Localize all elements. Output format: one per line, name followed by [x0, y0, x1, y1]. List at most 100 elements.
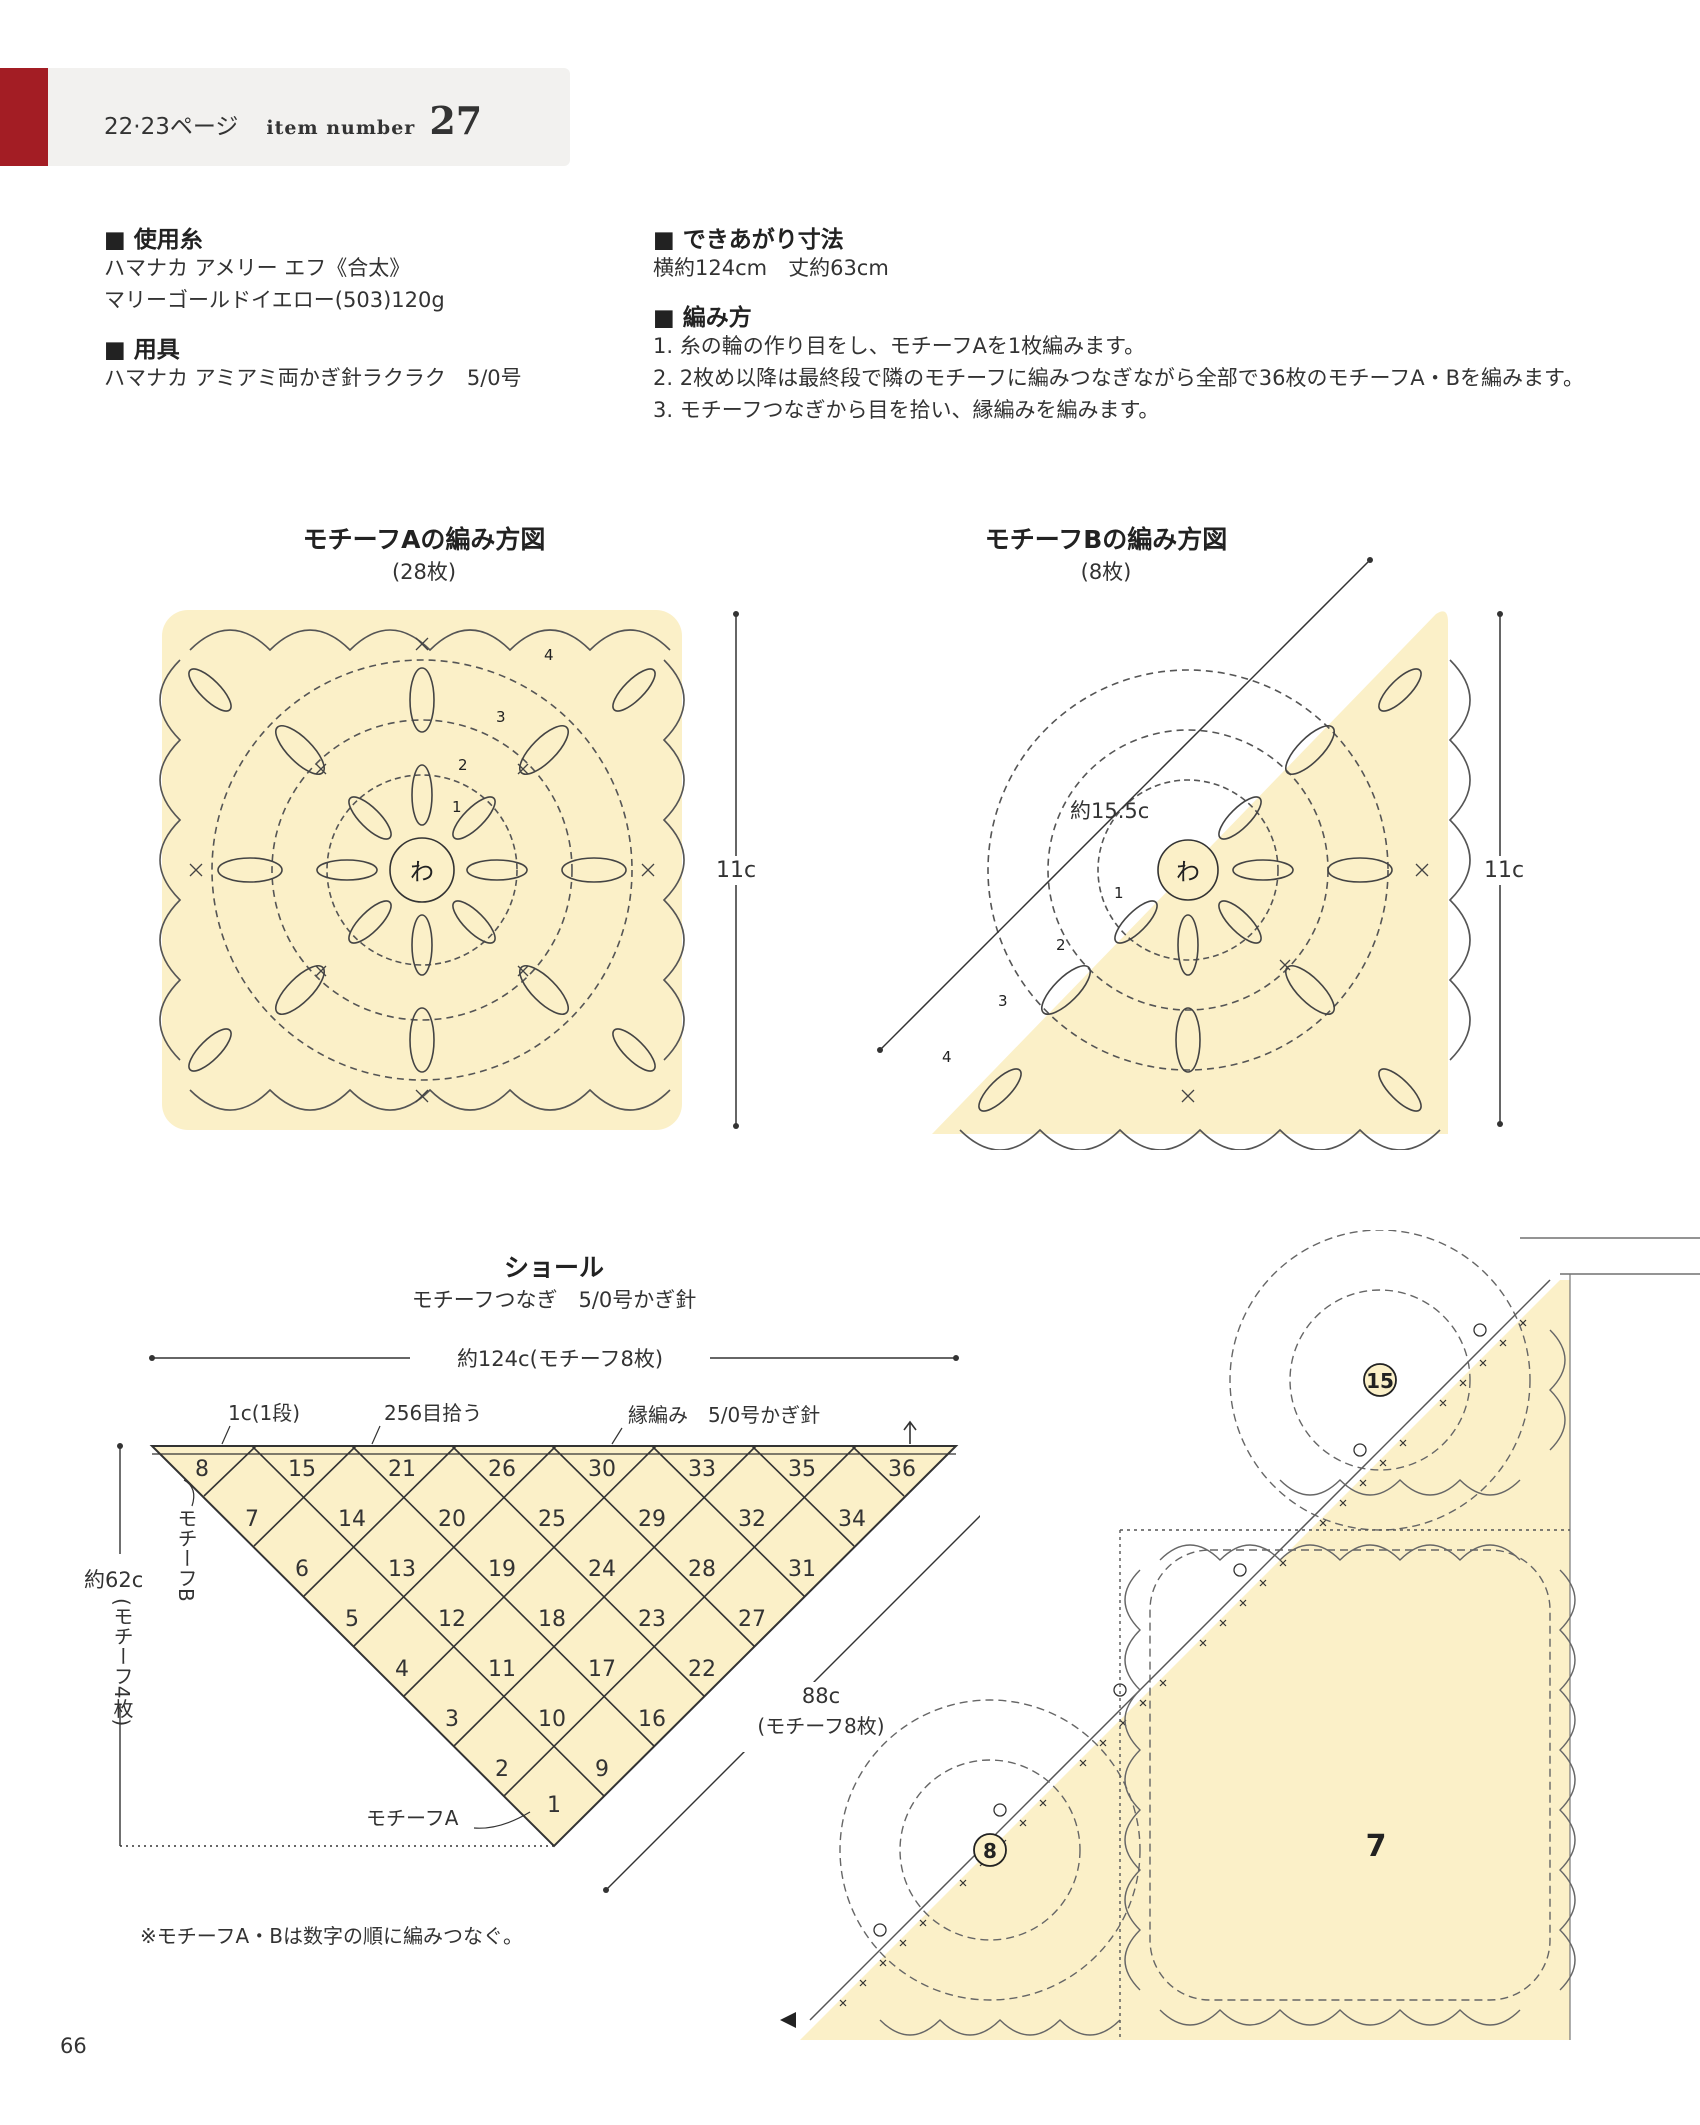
motif-number: 22 — [688, 1657, 716, 1682]
shawl-subtitle: モチーフつなぎ 5/0号かぎ針 — [411, 1288, 697, 1312]
motif-number: 26 — [488, 1457, 516, 1482]
detail-join-diagram: 15 8 7 — [780, 1230, 1700, 2040]
motif-b-ring-label: わ — [1176, 858, 1200, 886]
motif-number: 8 — [195, 1457, 209, 1482]
motif-b-diagram: わ 約15.5c 1 2 3 4 — [877, 557, 1503, 1150]
detail-motif-8-label: 8 — [983, 1839, 997, 1863]
shawl-layout-diagram: 約124c(モチーフ8枚) 8 15 21 26 30 33 35 36 7 1… — [84, 1342, 980, 1893]
item-number: 27 — [429, 98, 483, 143]
motif-b-round-1: 1 — [1114, 884, 1124, 902]
header-accent-tab — [0, 68, 48, 166]
motif-a-diagram: わ 1 2 3 4 — [159, 610, 739, 1130]
instructions-title: ■ 編み方 — [653, 305, 752, 331]
motif-a-round-1: 1 — [452, 798, 462, 816]
detail-edging-stitches — [839, 1319, 1527, 2007]
motif-b-diagonal-label: 約15.5c — [1070, 799, 1149, 823]
shawl-width-label: 約124c(モチーフ8枚) — [457, 1347, 663, 1371]
motif-b-size-label: 11c — [1484, 856, 1525, 885]
motif-a-round-3: 3 — [496, 708, 506, 726]
motif-number: 1 — [547, 1793, 561, 1818]
motif-a-magic-ring — [389, 837, 455, 903]
motif-a-ring-label: わ — [410, 858, 434, 886]
shawl-side-label: 88c — [801, 1684, 841, 1708]
tool-line-1: ハマナカ アミアミ両かぎ針ラクラク 5/0号 — [104, 366, 522, 390]
shawl-note: ※モチーフA・Bは数字の順に編みつなぐ。 — [140, 1924, 523, 1948]
shawl-title: ショール — [503, 1253, 604, 1282]
motif-b-count: (8枚) — [1080, 560, 1132, 584]
motif-b-title: モチーフBの編み方図 — [984, 525, 1228, 554]
motif-number: 24 — [588, 1557, 616, 1582]
motif-b-diagonal-dimension — [879, 559, 1371, 1051]
motif-number: 30 — [588, 1457, 616, 1482]
detail-background — [800, 1280, 1570, 2040]
tool-title: ■ 用具 — [104, 337, 180, 363]
instruction-step-2: 2. 2枚め以降は最終段で隣のモチーフに編みつなぎながら全部で36枚のモチーフA… — [653, 366, 1584, 390]
motif-number: 33 — [688, 1457, 716, 1482]
motif-b-round-4: 4 — [942, 1048, 952, 1066]
detail-motif-15-badge — [1363, 1363, 1397, 1397]
start-arrow — [903, 1420, 917, 1444]
instruction-step-3: 3. モチーフつなぎから目を拾い、縁編みを編みます。 — [653, 398, 1160, 422]
motif-number: 35 — [788, 1457, 816, 1482]
motif-number: 11 — [488, 1657, 516, 1682]
motif-b-pointer-label: モチーフB — [174, 1508, 198, 1602]
motif-a-size-label: 11c — [716, 856, 757, 885]
motif-number: 17 — [588, 1657, 616, 1682]
shawl-height-label: 約62c — [84, 1568, 144, 1592]
motif-a-round-4: 4 — [544, 646, 554, 664]
motif-number: 19 — [488, 1557, 516, 1582]
shawl-side-sub: (モチーフ8枚) — [757, 1714, 885, 1738]
header-bar — [0, 68, 570, 166]
edge-rows-label: 1c(1段) — [228, 1401, 300, 1425]
motif-number: 25 — [538, 1507, 566, 1532]
detail-motif-7-label: 7 — [1366, 1829, 1387, 1864]
size-value: 横約124cm 丈約63cm — [653, 256, 889, 280]
item-label: item number — [266, 117, 416, 139]
page-number: 66 — [60, 2034, 87, 2058]
pickup-label: 256目拾う — [384, 1401, 482, 1425]
motif-b-round-2: 2 — [1056, 936, 1066, 954]
yarn-line-1: ハマナカ アメリー エフ《合太》 — [104, 256, 411, 280]
instruction-step-1: 1. 糸の輪の作り目をし、モチーフAを1枚編みます。 — [653, 334, 1146, 358]
motif-number: 29 — [638, 1507, 666, 1532]
motif-number: 5 — [345, 1607, 359, 1632]
detail-motif-8-badge — [973, 1833, 1007, 1867]
motif-number: 12 — [438, 1607, 466, 1632]
motif-number: 28 — [688, 1557, 716, 1582]
shawl-height-sub: (モチーフ4枚) — [110, 1598, 134, 1727]
motif-number: 34 — [838, 1507, 866, 1532]
motif-b-round-3: 3 — [998, 992, 1008, 1010]
motif-number: 16 — [638, 1707, 666, 1732]
motif-number: 21 — [388, 1457, 416, 1482]
motif-b-stitches — [959, 659, 1471, 1150]
motif-number: 36 — [888, 1457, 916, 1482]
yarn-title: ■ 使用糸 — [104, 227, 203, 253]
motif-a-count: (28枚) — [391, 560, 457, 584]
motif-number: 6 — [295, 1557, 309, 1582]
edging-label: 縁編み 5/0号かぎ針 — [628, 1403, 820, 1427]
motif-a-leader — [473, 1811, 531, 1829]
motif-number: 31 — [788, 1557, 816, 1582]
motif-b-magic-ring — [1157, 839, 1219, 901]
motif-a-title: モチーフAの編み方図 — [302, 525, 546, 554]
header: 22·23ページ item number 27 — [104, 98, 482, 143]
motif-number: 27 — [738, 1607, 766, 1632]
edging-start-arrow — [780, 2012, 796, 2028]
motif-number: 14 — [338, 1507, 366, 1532]
motif-number: 4 — [395, 1657, 409, 1682]
motif-a-stitches — [159, 629, 685, 1111]
motif-number: 32 — [738, 1507, 766, 1532]
detail-motif-15-label: 15 — [1366, 1369, 1394, 1393]
motif-number: 15 — [288, 1457, 316, 1482]
shawl-grid — [203, 1445, 905, 1797]
motif-number: 10 — [538, 1707, 566, 1732]
motif-number: 23 — [638, 1607, 666, 1632]
motif-number: 3 — [445, 1707, 459, 1732]
motif-number: 13 — [388, 1557, 416, 1582]
motif-number: 2 — [495, 1757, 509, 1782]
motif-number: 9 — [595, 1757, 609, 1782]
page-reference: 22·23ページ — [104, 114, 239, 140]
motif-number: 7 — [245, 1507, 259, 1532]
yarn-line-2: マリーゴールドイエロー(503)120g — [104, 288, 445, 312]
motif-a-round-2: 2 — [458, 756, 468, 774]
